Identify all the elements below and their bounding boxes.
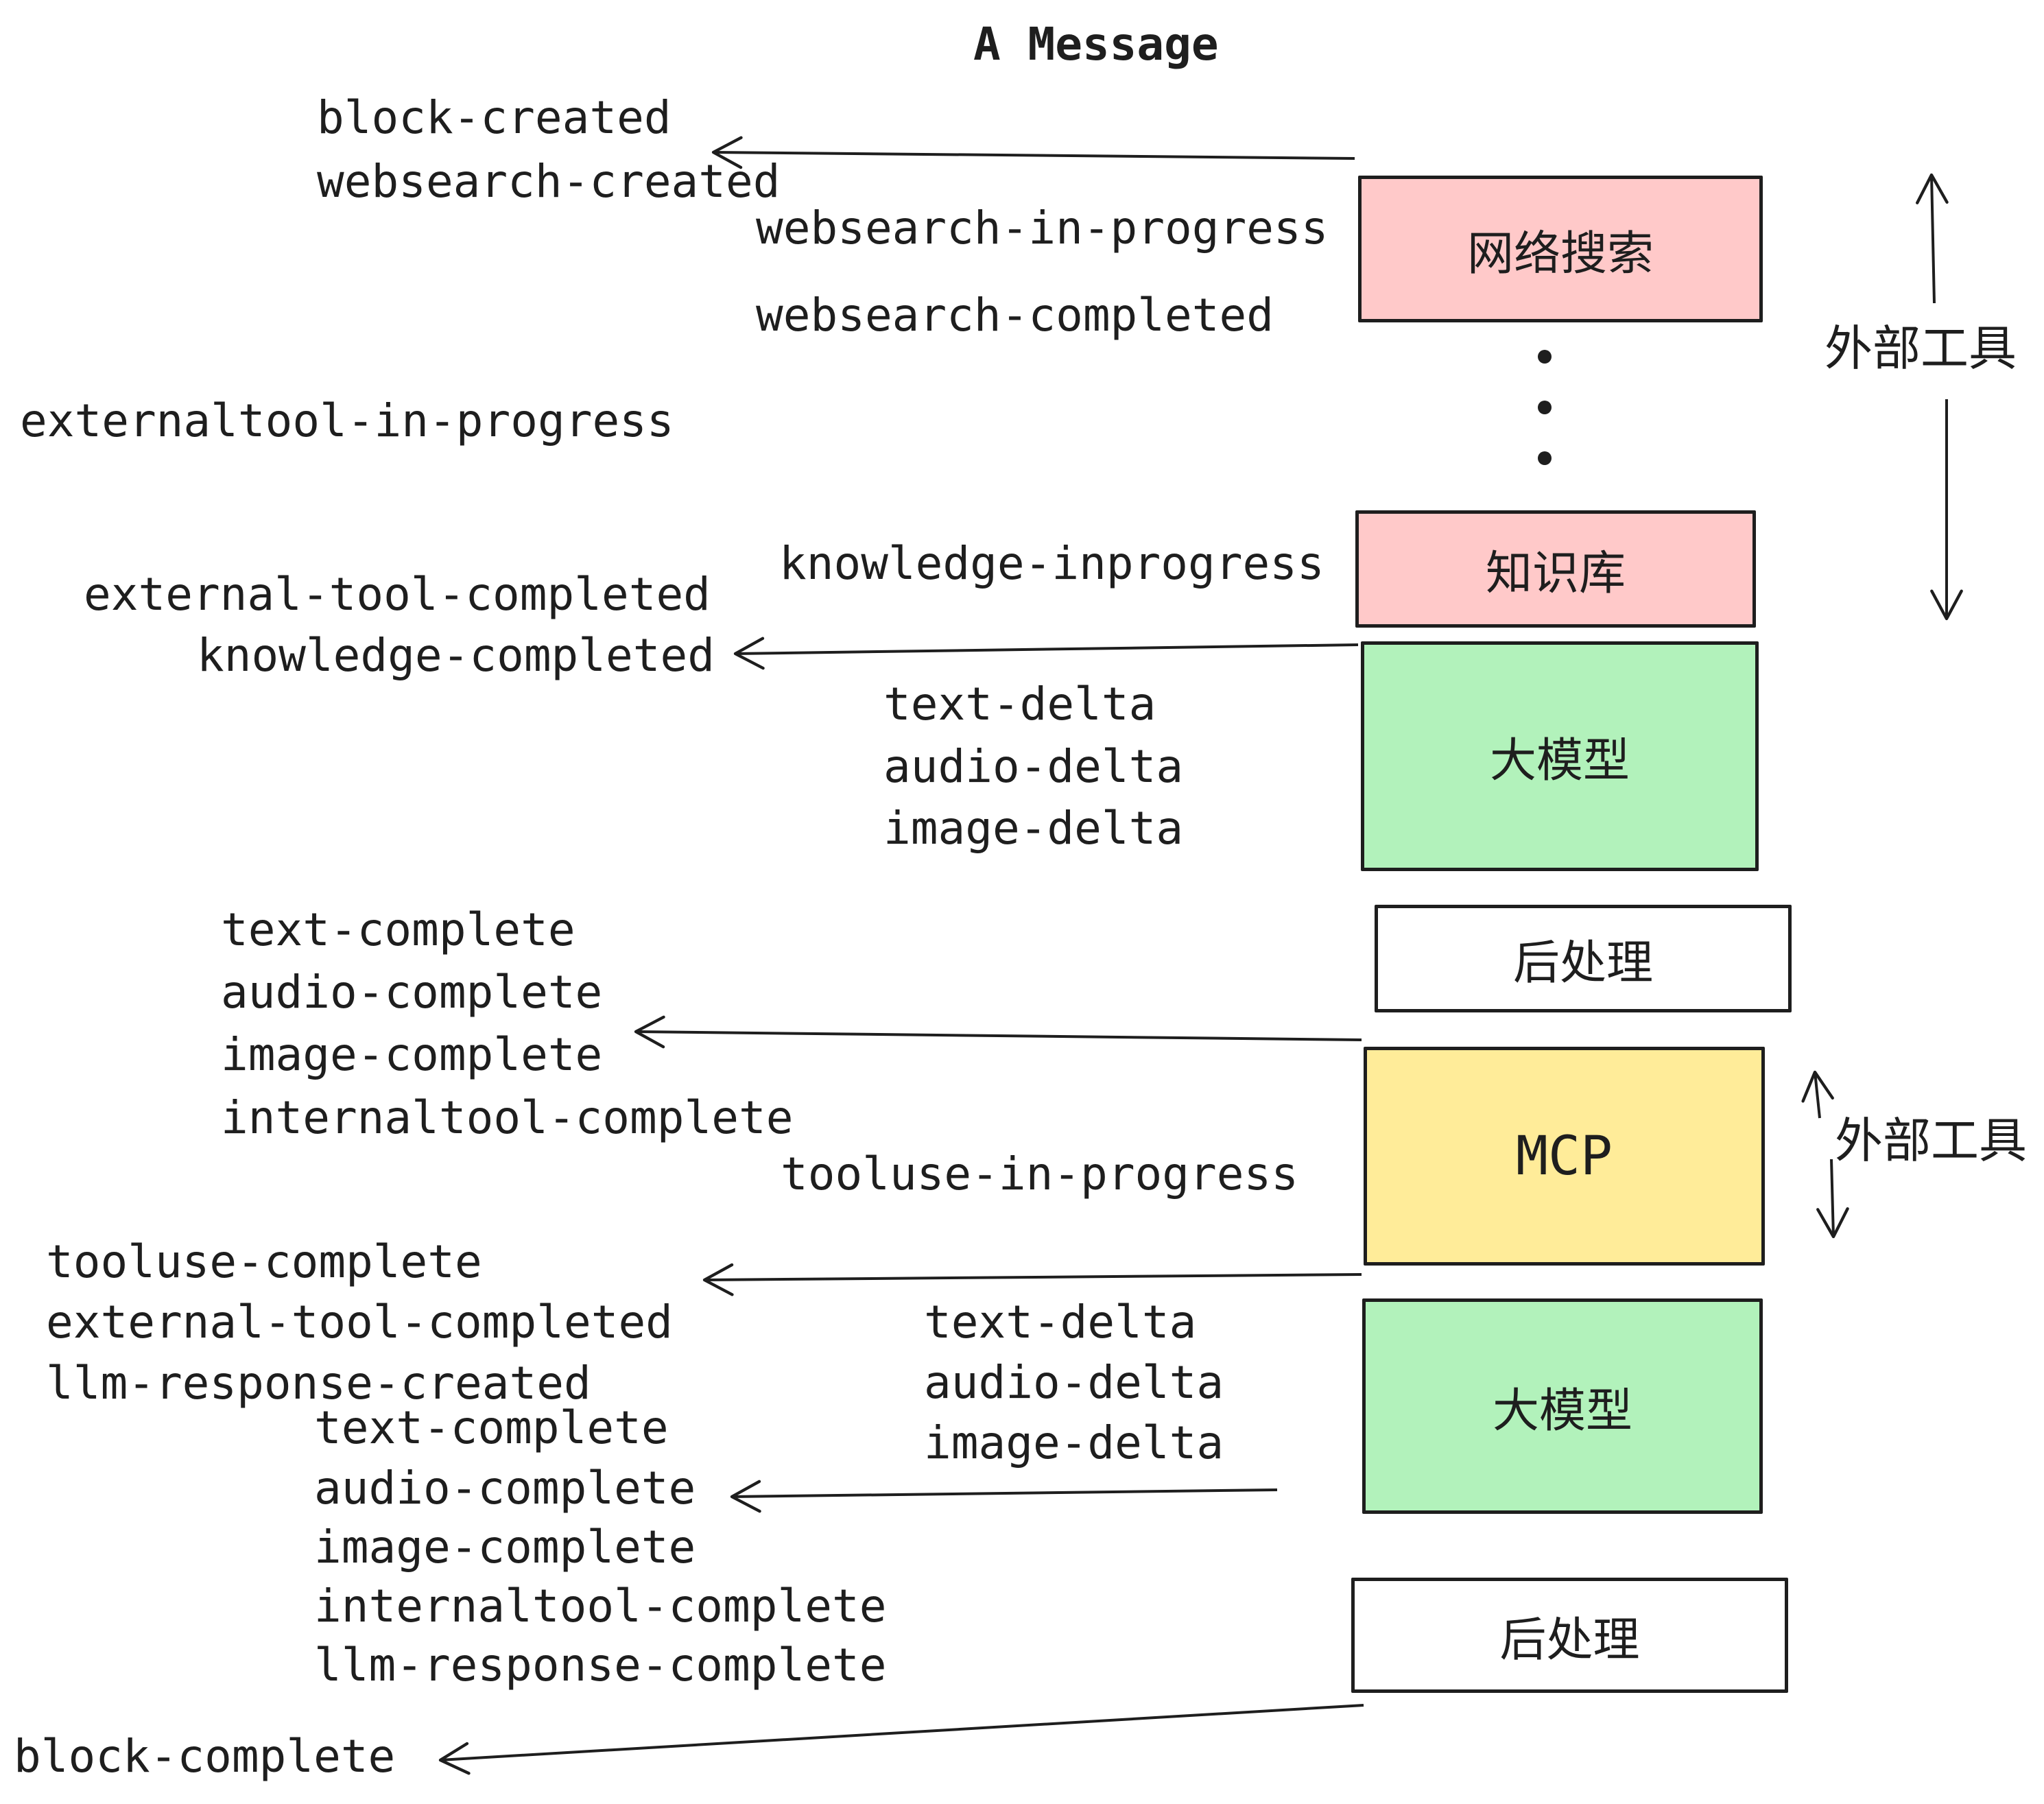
arrow-block-created (711, 136, 1355, 169)
arrow-external-tools-mcp-up (1801, 1070, 1834, 1119)
box-llm-bottom-label: 大模型 (1492, 1384, 1632, 1438)
box-knowledge-label: 知识库 (1485, 547, 1626, 601)
event-image-complete-2: image-complete (314, 1521, 696, 1574)
label-external-tools-mcp: 外部工具 (1835, 1113, 2027, 1169)
label-external-tools-top: 外部工具 (1825, 320, 2017, 377)
arrow-knowledge-completed (733, 637, 1359, 670)
event-llm-response-complete: llm-response-complete (314, 1639, 887, 1692)
event-text-delta-2: text-delta (924, 1296, 1197, 1349)
event-internaltool-complete-2: internaltool-complete (314, 1580, 887, 1633)
event-internaltool-complete: internaltool-complete (221, 1091, 794, 1144)
event-audio-complete-2: audio-complete (314, 1462, 696, 1515)
event-image-delta-2: image-delta (924, 1416, 1224, 1469)
box-websearch: 网络搜索 (1358, 176, 1763, 322)
event-tooluse-complete: tooluse-complete (46, 1235, 482, 1288)
arrow-external-tools-top-up (1915, 173, 1949, 304)
box-mcp: MCP (1364, 1047, 1765, 1266)
diagram-title: A Message (973, 18, 1219, 71)
box-websearch-label: 网络搜索 (1466, 226, 1654, 281)
event-external-tool-completed-2: external-tool-completed (46, 1296, 673, 1349)
box-llm-bottom: 大模型 (1362, 1298, 1763, 1514)
event-llm-response-created: llm-response-created (46, 1357, 591, 1410)
event-text-complete: text-complete (221, 903, 575, 956)
box-post-top: 后处理 (1375, 905, 1792, 1012)
arrow-image-complete (634, 1015, 1362, 1049)
box-llm-top: 大模型 (1361, 641, 1759, 871)
box-post-top-label: 后处理 (1512, 936, 1653, 990)
arrow-external-tools-mcp-down (1816, 1159, 1849, 1239)
event-audio-complete: audio-complete (221, 966, 603, 1019)
event-websearch-completed: websearch-completed (756, 289, 1274, 342)
event-image-delta: image-delta (883, 802, 1184, 855)
box-mcp-label: MCP (1516, 1125, 1613, 1187)
event-external-tool-completed: external-tool-completed (84, 568, 711, 621)
ellipsis-dot (1538, 451, 1552, 465)
event-audio-delta: audio-delta (883, 740, 1184, 793)
box-post-bottom: 后处理 (1351, 1578, 1788, 1693)
arrow-tooluse-complete (702, 1263, 1362, 1296)
event-text-complete-2: text-complete (314, 1401, 669, 1454)
event-knowledge-completed: knowledge-completed (197, 629, 715, 682)
box-llm-top-label: 大模型 (1489, 734, 1630, 788)
event-externaltool-in-progress: externaltool-in-progress (20, 394, 674, 447)
box-knowledge: 知识库 (1355, 510, 1756, 628)
event-audio-delta-2: audio-delta (924, 1356, 1224, 1409)
event-knowledge-inprogress: knowledge-inprogress (779, 537, 1324, 590)
ellipsis-dot (1538, 401, 1552, 414)
arrow-audio-complete (730, 1480, 1278, 1513)
arrow-block-complete (438, 1704, 1364, 1775)
event-block-complete: block-complete (14, 1730, 396, 1783)
event-block-created: block-created (317, 91, 672, 144)
event-tooluse-in-progress: tooluse-in-progress (781, 1148, 1298, 1200)
event-image-complete: image-complete (221, 1028, 603, 1081)
event-websearch-created: websearch-created (317, 155, 781, 208)
event-text-delta: text-delta (883, 678, 1156, 731)
box-post-bottom-label: 后处理 (1499, 1613, 1640, 1667)
event-websearch-in-progress: websearch-in-progress (756, 202, 1329, 254)
ellipsis-dot (1538, 350, 1552, 364)
